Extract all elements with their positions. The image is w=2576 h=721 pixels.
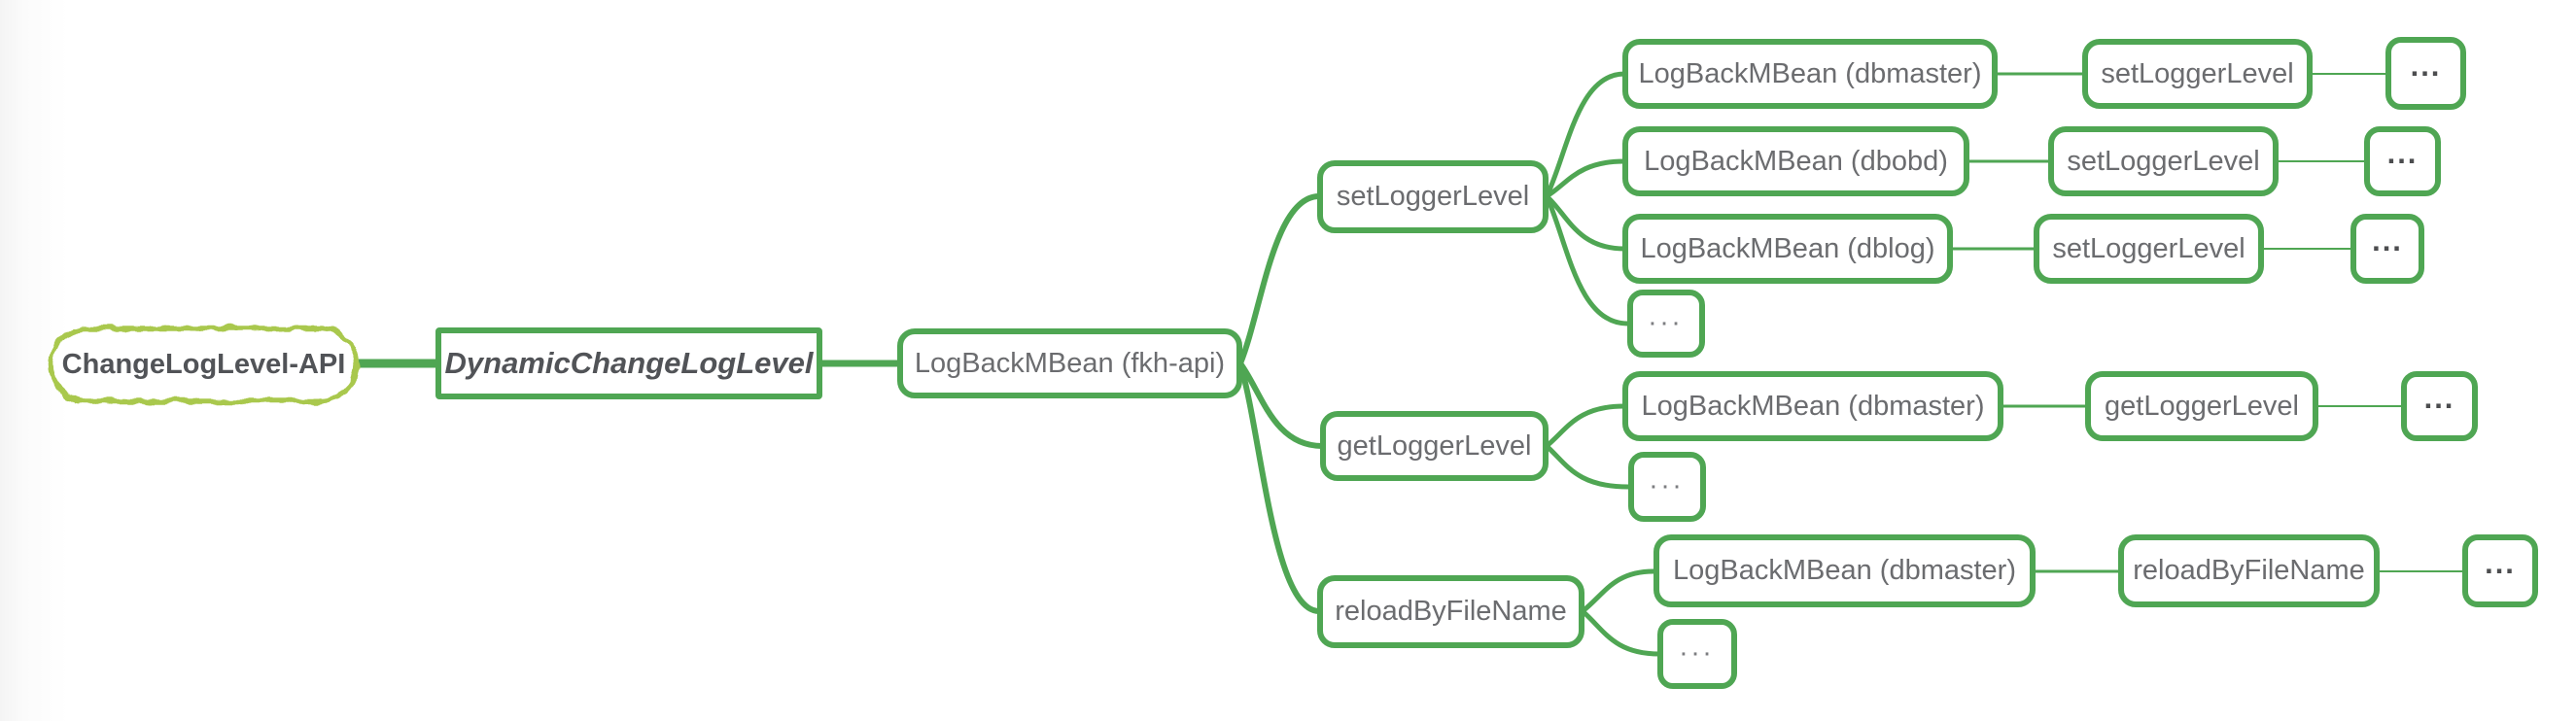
subtopic-logbackmbean-fkh-api[interactable]: LogBackMBean (fkh-api) (897, 328, 1242, 398)
reload-row1-method[interactable]: reloadByFileName (2118, 534, 2380, 607)
main-topic[interactable]: DynamicChangeLogLevel (435, 327, 822, 399)
branch-getloggerlevel[interactable]: getLoggerLevel (1320, 411, 1549, 481)
connector-reload-ellipsis (1580, 608, 1662, 657)
connector-subtopic-getloggerlevel (1237, 360, 1325, 449)
set-row1-bean[interactable]: LogBackMBean (dbmaster) (1622, 39, 1998, 109)
set-row1-more-label: ... (2410, 48, 2442, 83)
connector-get-ellipsis (1544, 443, 1631, 490)
set-row2-method[interactable]: setLoggerLevel (2048, 126, 2279, 196)
set-row3-more[interactable]: ... (2350, 214, 2424, 284)
set-row2-more[interactable]: ... (2364, 126, 2441, 196)
connector-set-row2 (1544, 158, 1627, 199)
connector-get-row1 (1544, 403, 1627, 449)
set-row2-bean[interactable]: LogBackMBean (dbobd) (1622, 126, 1969, 196)
get-row1-bean[interactable]: LogBackMBean (dbmaster) (1622, 371, 2003, 441)
set-row3-bean[interactable]: LogBackMBean (dblog) (1622, 214, 1953, 284)
connector-set-row1 (1544, 71, 1627, 199)
branch-setloggerlevel[interactable]: setLoggerLevel (1317, 160, 1549, 233)
set-row3-more-label: ... (2372, 223, 2403, 258)
get-row1-method[interactable]: getLoggerLevel (2085, 371, 2318, 441)
set-row1-more[interactable]: ... (2385, 37, 2466, 110)
connector-subtopic-reloadbyfilename (1237, 360, 1322, 614)
set-row3-method[interactable]: setLoggerLevel (2034, 214, 2264, 284)
set-ellipsis-label: ... (1648, 300, 1685, 332)
get-ellipsis[interactable]: ... (1628, 452, 1706, 522)
connector-reload-row1 (1580, 568, 1656, 614)
root-topic-cloud-border (48, 326, 360, 404)
branch-reloadbyfilename[interactable]: reloadByFileName (1317, 575, 1584, 648)
connector-set-row3 (1544, 193, 1627, 252)
get-row1-more[interactable]: ... (2401, 371, 2478, 441)
reload-row1-more-label: ... (2485, 545, 2516, 580)
set-ellipsis[interactable]: ... (1627, 290, 1705, 358)
connector-subtopic-setloggerlevel (1237, 193, 1322, 366)
get-ellipsis-label: ... (1649, 464, 1686, 496)
set-row2-more-label: ... (2386, 136, 2419, 171)
reload-row1-bean[interactable]: LogBackMBean (dbmaster) (1654, 534, 2036, 607)
reload-ellipsis[interactable]: ... (1657, 619, 1737, 689)
set-row1-method[interactable]: setLoggerLevel (2082, 39, 2313, 109)
reload-ellipsis-label: ... (1679, 631, 1716, 663)
reload-row1-more[interactable]: ... (2462, 534, 2538, 607)
root-topic[interactable]: ChangeLogLevel-API (61, 349, 346, 380)
connector-set-ellipsis (1544, 193, 1630, 326)
get-row1-more-label: ... (2423, 381, 2455, 416)
